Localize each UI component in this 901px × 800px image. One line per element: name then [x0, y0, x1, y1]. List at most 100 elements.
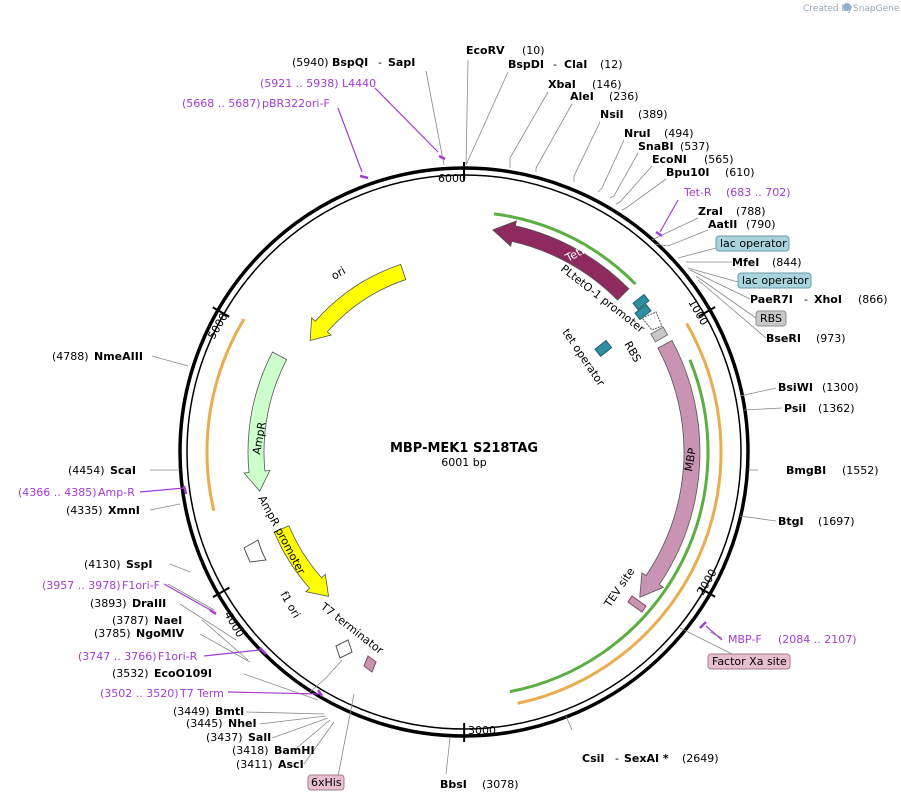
rbs-box[interactable]: RBS	[755, 310, 787, 327]
site-bpu10i[interactable]: Bpu10I (610)	[666, 166, 755, 179]
tet-operator-label: tet operator	[560, 326, 608, 389]
site-bspdi[interactable]: BspDI - ClaI (12)	[508, 58, 623, 71]
site-ecoo109i[interactable]: (3532) EcoO109I	[112, 667, 212, 680]
lac-operator-box-2[interactable]: lac operator	[737, 272, 812, 289]
site-btgi[interactable]: BtgI (1697)	[778, 515, 855, 528]
factor-xa-site-box[interactable]: Factor Xa site	[707, 653, 791, 670]
site-pos: (4130)	[84, 558, 121, 571]
site-snabi[interactable]: SnaBI (537)	[638, 140, 710, 153]
site-nhei[interactable]: (3445) NheI	[186, 717, 257, 730]
site-name: SnaBI	[638, 140, 674, 153]
pltet-promoter-arrow[interactable]	[641, 311, 663, 331]
box-text: lac operator	[742, 274, 809, 287]
site-pos: (1697)	[818, 515, 855, 528]
primer-tet-r[interactable]: Tet-R (683 .. 702)	[683, 186, 791, 199]
primer-mbp-f[interactable]: MBP-F (2084 .. 2107)	[728, 633, 857, 646]
tick-label-3000: 3000	[468, 724, 496, 737]
small-features	[243, 293, 669, 673]
6xhis-box[interactable]: 6xHis	[307, 774, 345, 791]
site-alei[interactable]: AleI (236)	[570, 90, 639, 103]
ampr-orf-arc	[205, 318, 246, 512]
site-asci[interactable]: (3411) AscI	[236, 758, 304, 771]
site-csii[interactable]: CsiI - SexAI * (2649)	[582, 752, 719, 765]
rbs-mark[interactable]	[650, 326, 669, 343]
feature-ampr[interactable]	[243, 351, 288, 492]
site-pos: (10)	[522, 44, 545, 57]
site-bseri[interactable]: BseRI (973)	[766, 332, 846, 345]
feature-mbp[interactable]	[639, 339, 701, 598]
tev-site-mark[interactable]	[627, 595, 647, 613]
primer-f1ori-r[interactable]: (3747 .. 3766) F1ori-R	[78, 650, 198, 663]
box-text: lac operator	[720, 237, 787, 250]
site-pos: (565)	[704, 153, 734, 166]
site-extra: SexAI *	[624, 752, 669, 765]
primer-mark	[182, 485, 188, 495]
leader-line	[687, 267, 739, 283]
leader-line	[271, 717, 329, 739]
leader-line	[167, 583, 215, 611]
site-ngomiv[interactable]: (3785) NgoMIV	[94, 627, 185, 640]
lac-operator-mark-2[interactable]	[634, 303, 652, 321]
site-scai[interactable]: (4454) ScaI	[68, 464, 136, 477]
site-bamhi[interactable]: (3418) BamHI	[232, 744, 315, 757]
site-draiii[interactable]: (3893) DraIII	[90, 597, 166, 610]
ampr-promoter-arrow[interactable]	[243, 539, 267, 563]
primer-pbr322ori-f[interactable]: (5668 .. 5687) pBR322ori-F	[182, 97, 330, 110]
site-bmgbi[interactable]: BmgBI (1552)	[786, 464, 879, 477]
site-econi[interactable]: EcoNI (565)	[652, 153, 734, 166]
leader-line	[689, 269, 751, 300]
site-name: CsiI	[582, 752, 604, 765]
feature-tetr[interactable]	[492, 220, 630, 301]
leader-line	[695, 275, 757, 319]
site-nrui[interactable]: NruI (494)	[624, 127, 694, 140]
site-bmti[interactable]: (3449) BmtI	[173, 705, 244, 718]
box-text: RBS	[760, 312, 782, 325]
label-box	[755, 310, 787, 327]
box-text: Factor Xa site	[712, 655, 787, 668]
feature-f1-ori[interactable]	[273, 525, 330, 597]
site-name: ScaI	[110, 464, 136, 477]
site-name: BseRI	[766, 332, 801, 345]
site-psii[interactable]: PsiI (1362)	[784, 402, 855, 415]
ori-label: ori	[329, 264, 348, 282]
site-naei[interactable]: (3787) NaeI	[112, 614, 182, 627]
site-xmni[interactable]: (4335) XmnI	[66, 504, 140, 517]
site-xbai[interactable]: XbaI (146)	[548, 78, 622, 91]
tick-mark	[698, 306, 716, 318]
primer-range: (5668 .. 5687)	[182, 97, 261, 110]
primer-range: (3747 .. 3766)	[78, 650, 157, 663]
primer-l4440[interactable]: (5921 .. 5938) L4440	[260, 77, 376, 90]
site-zrai[interactable]: ZraI (788)	[698, 205, 766, 218]
site-aatii[interactable]: AatII (790)	[708, 218, 776, 231]
watermark-brand: SnapGene	[853, 4, 900, 14]
site-nsii[interactable]: NsiI (389)	[600, 108, 668, 121]
site-sali[interactable]: (3437) SalI	[206, 731, 271, 744]
leader-line	[697, 279, 767, 339]
feature-ori[interactable]	[309, 263, 407, 341]
primer-leader	[705, 625, 723, 641]
site-separator: -	[615, 752, 619, 765]
label-box	[737, 272, 812, 289]
site-nmeaiii[interactable]: (4788) NmeAIII	[52, 350, 143, 363]
leader-line	[445, 737, 451, 775]
site-pos: (3893)	[90, 597, 127, 610]
site-sspi[interactable]: (4130) SspI	[84, 558, 152, 571]
site-name: BtgI	[778, 515, 804, 528]
leader-line	[677, 247, 717, 259]
site-extra: XhoI	[814, 293, 842, 306]
site-bsiwi[interactable]: BsiWI (1300)	[778, 381, 859, 394]
lac-operator-box-1[interactable]: lac operator	[715, 235, 790, 252]
t7-terminator-mark[interactable]	[363, 655, 377, 673]
primer-amp-r[interactable]: (4366 .. 4385) Amp-R	[18, 486, 135, 499]
lac-operator-mark[interactable]	[632, 293, 650, 311]
site-name: NgoMIV	[136, 627, 185, 640]
site-name: AleI	[570, 90, 594, 103]
primer-t7-term[interactable]: (3502 .. 3520) T7 Term	[100, 687, 224, 700]
site-bbsi[interactable]: BbsI (3078)	[440, 778, 519, 791]
primer-f1ori-f[interactable]: (3957 .. 3978) F1ori-F	[42, 579, 160, 592]
site-bspqi[interactable]: (5940) BspQI - SapI	[292, 56, 415, 69]
site-paer7i[interactable]: PaeR7I - XhoI (866)	[750, 293, 888, 306]
site-ecorv[interactable]: EcoRV (10)	[466, 44, 545, 57]
tet-operator-mark[interactable]	[594, 339, 613, 357]
site-mfei[interactable]: MfeI (844)	[732, 256, 802, 269]
